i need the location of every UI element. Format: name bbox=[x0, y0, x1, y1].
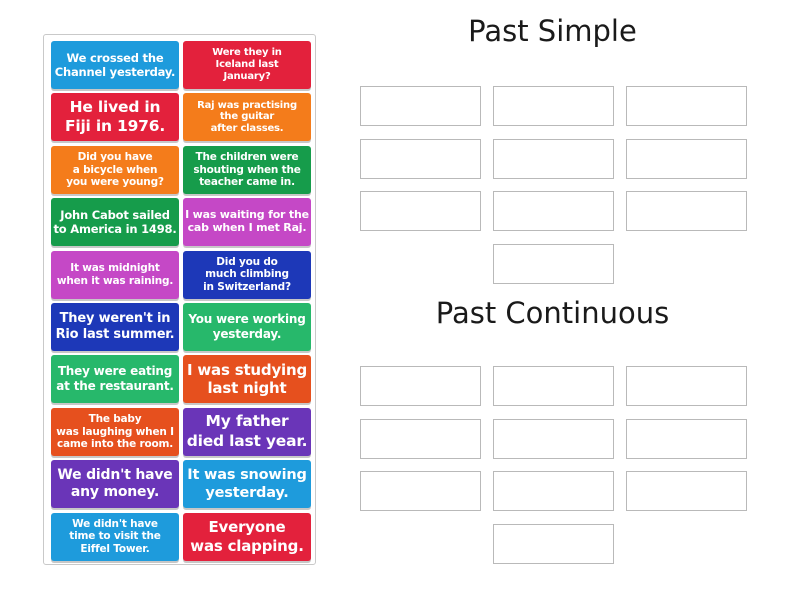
drop-slot-past-continuous[interactable] bbox=[493, 523, 614, 564]
drop-slot-past-simple[interactable] bbox=[360, 138, 481, 179]
drop-slot-past-continuous[interactable] bbox=[493, 366, 614, 406]
drop-slot-past-continuous[interactable] bbox=[493, 471, 614, 511]
drop-slot-past-simple[interactable] bbox=[360, 86, 481, 126]
drop-slot-past-continuous[interactable] bbox=[360, 418, 481, 459]
answer-tile[interactable]: It was snowing yesterday. bbox=[183, 460, 311, 509]
drop-slot-past-continuous[interactable] bbox=[626, 366, 747, 406]
drop-slot-past-simple[interactable] bbox=[493, 191, 614, 231]
answer-tile[interactable]: I was studying last night bbox=[183, 355, 311, 404]
drop-slot-past-simple[interactable] bbox=[493, 243, 614, 284]
drop-slot-past-continuous[interactable] bbox=[626, 471, 747, 511]
drop-slot-past-simple[interactable] bbox=[626, 191, 747, 231]
answer-tile[interactable]: You were working yesterday. bbox=[183, 303, 311, 351]
drop-slot-past-simple[interactable] bbox=[626, 138, 747, 179]
answer-tile[interactable]: My father died last year. bbox=[183, 407, 311, 456]
answer-tile[interactable]: John Cabot sailed to America in 1498. bbox=[51, 198, 179, 247]
answer-tile[interactable]: He lived in Fiji in 1976. bbox=[51, 93, 179, 142]
group-title-past-continuous: Past Continuous bbox=[435, 296, 670, 330]
drop-slot-past-continuous[interactable] bbox=[360, 471, 481, 511]
answer-tile[interactable]: Did you have a bicycle when you were you… bbox=[51, 145, 179, 194]
drop-slot-past-continuous[interactable] bbox=[626, 418, 747, 459]
answer-tile[interactable]: Everyone was clapping. bbox=[183, 512, 311, 561]
answer-tile[interactable]: The children were shouting when the teac… bbox=[183, 145, 311, 194]
answer-tile[interactable]: They weren't in Rio last summer. bbox=[51, 303, 179, 351]
drop-slot-past-simple[interactable] bbox=[493, 138, 614, 179]
answer-tile[interactable]: Were they in Iceland last January? bbox=[183, 41, 311, 89]
answer-tile[interactable]: Did you do much climbing in Switzerland? bbox=[183, 250, 311, 299]
group-title-past-simple: Past Simple bbox=[468, 14, 637, 48]
answer-tile[interactable]: I was waiting for the cab when I met Raj… bbox=[183, 198, 311, 247]
answer-tile[interactable]: The baby was laughing when I came into t… bbox=[51, 407, 179, 456]
answer-tile[interactable]: We didn't have time to visit the Eiffel … bbox=[51, 512, 179, 561]
tile-bank: We crossed the Channel yesterday.Were th… bbox=[43, 34, 316, 565]
answer-tile[interactable]: We crossed the Channel yesterday. bbox=[51, 41, 179, 89]
answer-tile[interactable]: They were eating at the restaurant. bbox=[51, 355, 179, 404]
answer-tile[interactable]: Raj was practising the guitar after clas… bbox=[183, 93, 311, 142]
drop-slot-past-simple[interactable] bbox=[493, 86, 614, 126]
drop-slot-past-continuous[interactable] bbox=[360, 366, 481, 406]
drop-slot-past-simple[interactable] bbox=[626, 86, 747, 126]
drop-slot-past-simple[interactable] bbox=[360, 191, 481, 231]
answer-tile[interactable]: It was midnight when it was raining. bbox=[51, 250, 179, 299]
drop-slot-past-continuous[interactable] bbox=[493, 418, 614, 459]
answer-tile[interactable]: We didn't have any money. bbox=[51, 460, 179, 509]
